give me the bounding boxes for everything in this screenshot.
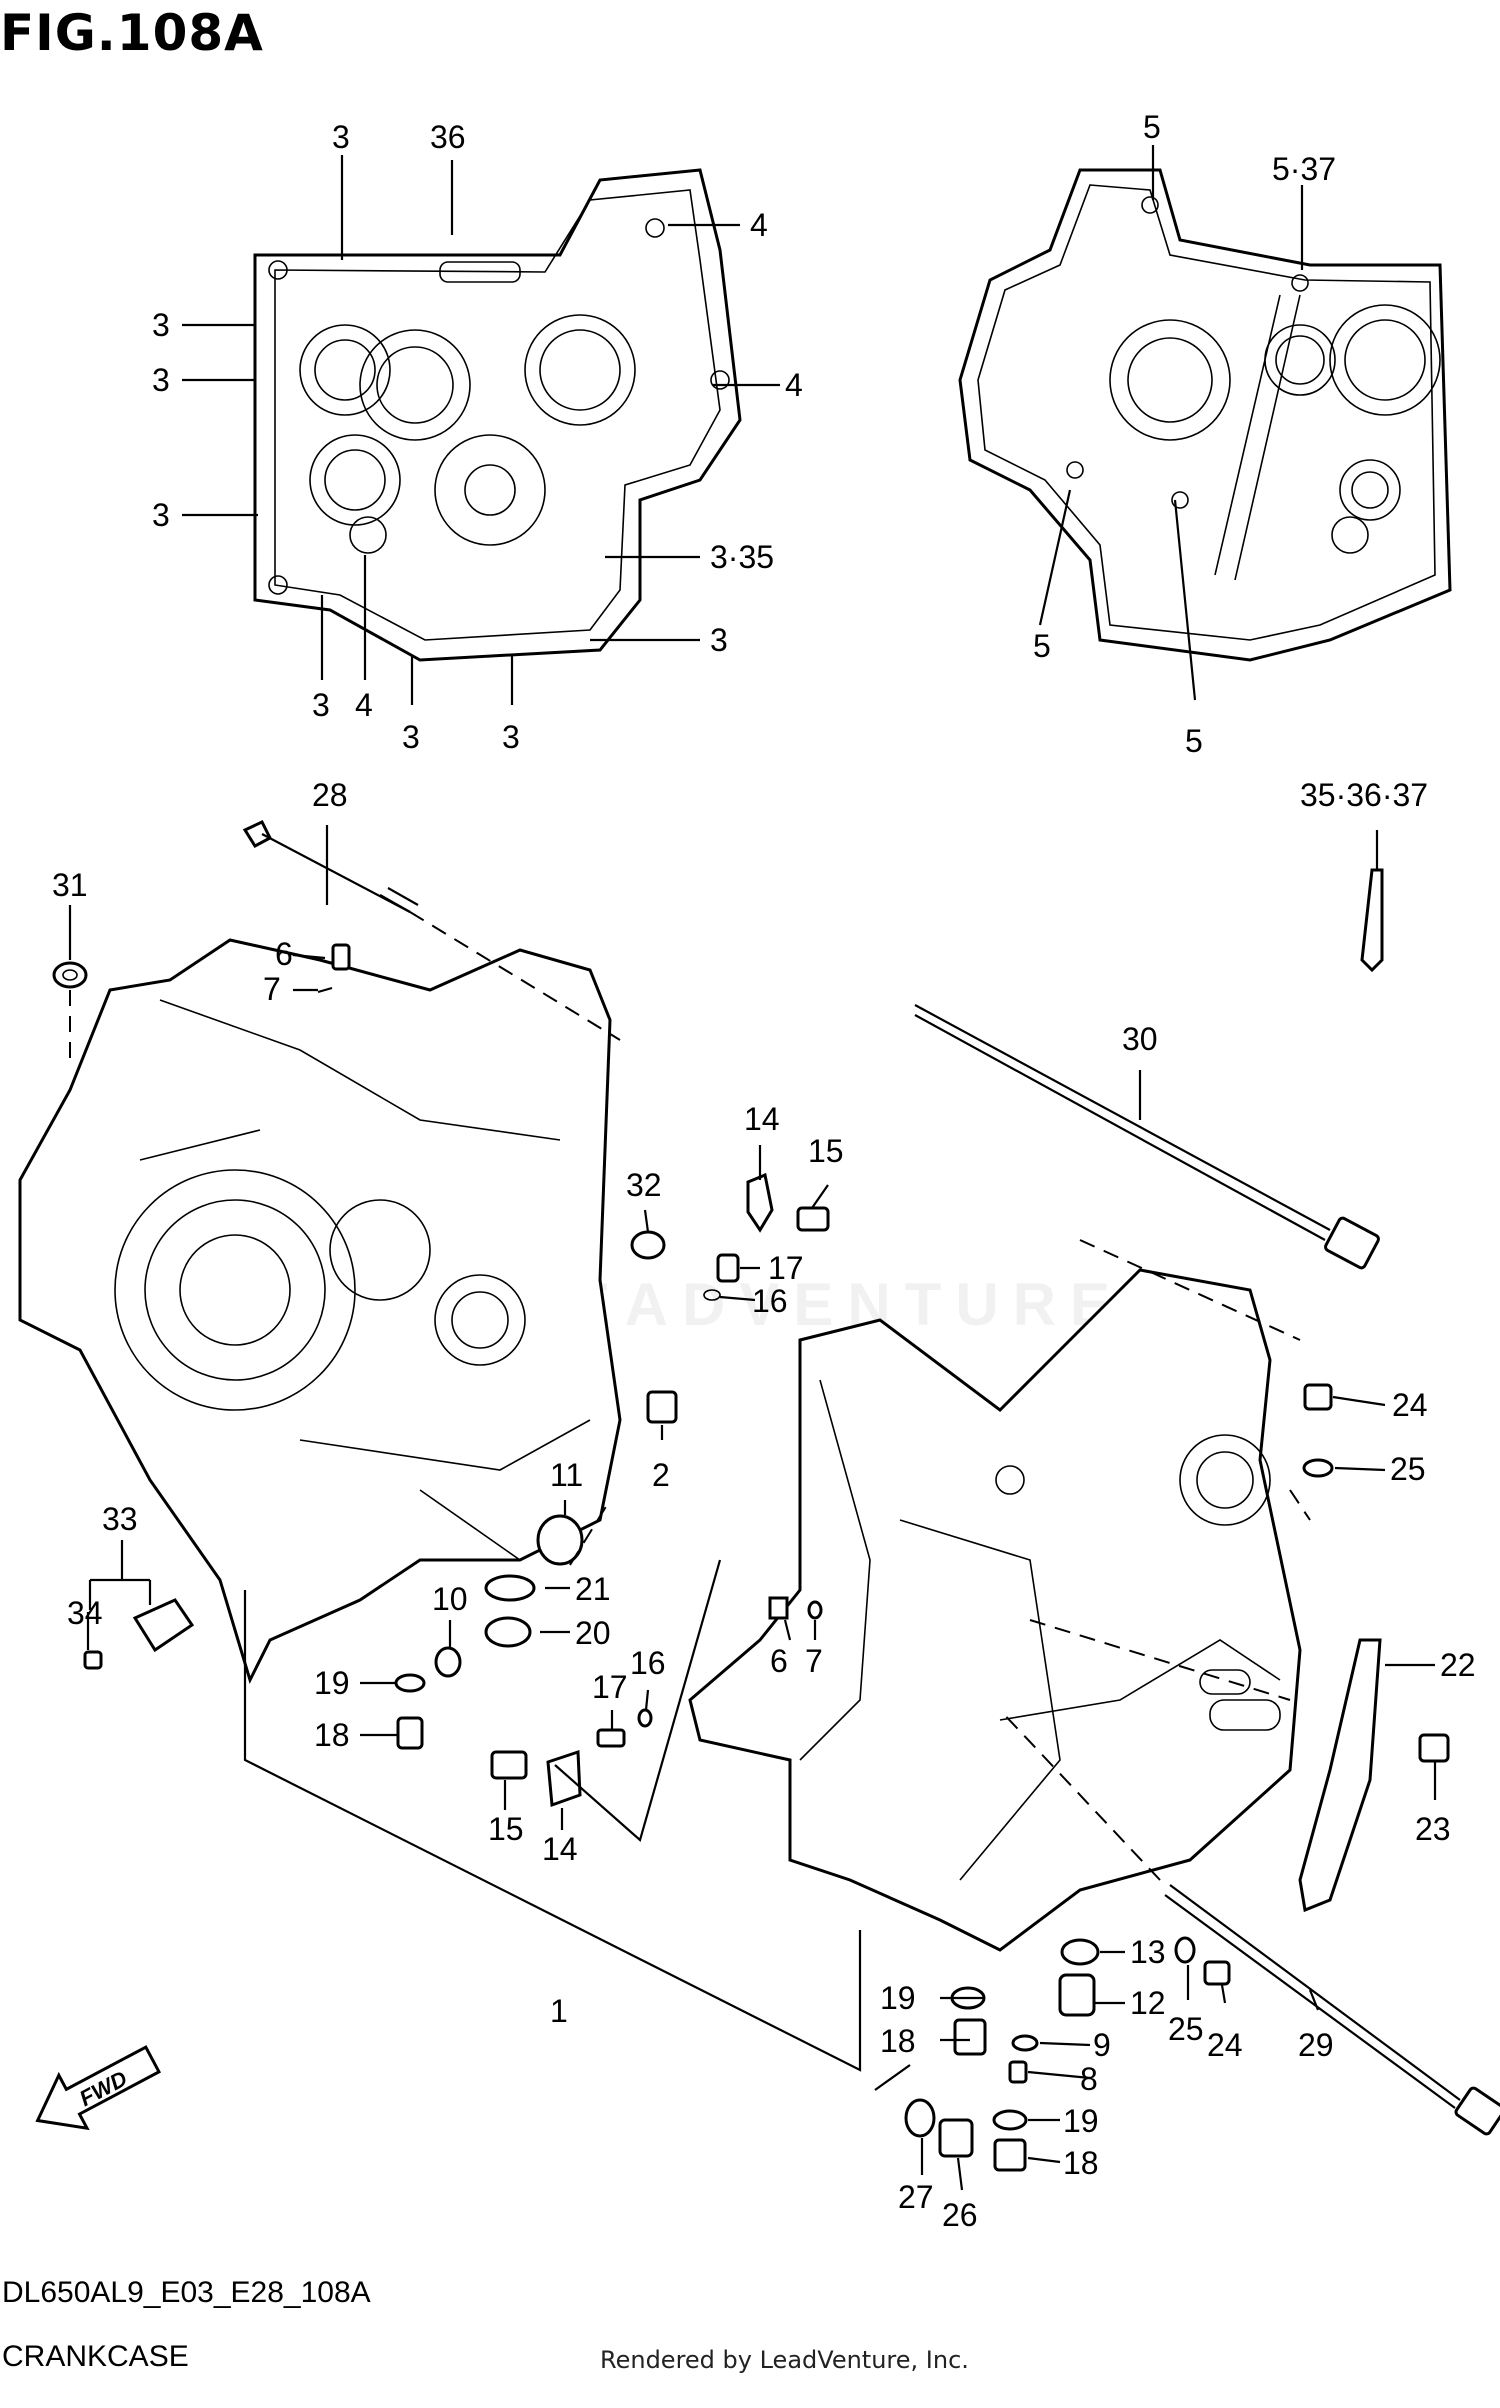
alignment-lines — [69, 911, 1311, 1881]
callout-5: 5 — [1185, 723, 1203, 759]
callout-18: 18 — [880, 2023, 916, 2059]
callout-32: 32 — [626, 1167, 662, 1203]
callout-3: 3 — [502, 719, 520, 755]
callout-19: 19 — [880, 1980, 916, 2016]
callout-3: 3 — [152, 497, 170, 533]
callout-19: 19 — [1063, 2103, 1099, 2139]
callout-6: 6 — [770, 1643, 788, 1679]
callout-24: 24 — [1207, 2027, 1243, 2063]
callout-15: 15 — [808, 1133, 844, 1169]
callout-3: 3 — [402, 719, 420, 755]
small-parts — [52, 820, 1500, 2172]
callout-23: 23 — [1415, 1811, 1451, 1847]
callout-8: 8 — [1080, 2061, 1098, 2097]
callout-26: 26 — [942, 2197, 978, 2233]
callout-5: 5 — [1033, 628, 1051, 664]
callout-21: 21 — [575, 1571, 611, 1607]
right-crankcase — [688, 1268, 1302, 1952]
callout-33: 33 — [102, 1501, 138, 1537]
callout-18: 18 — [314, 1717, 350, 1753]
callout-18: 18 — [1063, 2145, 1099, 2181]
leader-lines — [68, 145, 1437, 2191]
callout-12: 12 — [1130, 1985, 1166, 2021]
callout-3: 3 — [332, 119, 350, 155]
callout-19: 19 — [314, 1665, 350, 1701]
watermark-text: LEADVENTURE — [520, 1271, 1125, 1338]
callout-17: 17 — [592, 1669, 628, 1705]
callout-14: 14 — [744, 1101, 780, 1137]
callout-16: 16 — [630, 1645, 666, 1681]
callout-17: 17 — [768, 1250, 804, 1286]
figure-title: FIG.108A — [0, 4, 264, 62]
callout-7: 7 — [805, 1643, 823, 1679]
callout-3: 3 — [710, 622, 728, 658]
callout-10: 10 — [432, 1581, 468, 1617]
diagram-name: CRANKCASE — [2, 2340, 189, 2373]
callout-labels: 3 36 4 3 4 3 3·35 3 3 3 4 3 3 5 5·37 5 5… — [52, 109, 1476, 2233]
upper-left-crankcase-half — [253, 168, 742, 662]
callout-6: 6 — [275, 936, 293, 972]
fwd-arrow: FWD — [35, 2045, 161, 2131]
callout-29: 29 — [1298, 2027, 1334, 2063]
callout-15: 15 — [488, 1811, 524, 1847]
callout-13: 13 — [1130, 1934, 1166, 1970]
callout-9: 9 — [1093, 2027, 1111, 2063]
callout-7: 7 — [263, 971, 281, 1007]
callout-16: 16 — [752, 1283, 788, 1319]
left-crankcase — [18, 938, 622, 1685]
callout-4: 4 — [750, 207, 768, 243]
callout-4: 4 — [355, 687, 373, 723]
callout-1: 1 — [550, 1993, 568, 2029]
callout-31: 31 — [52, 867, 88, 903]
callout-27: 27 — [898, 2179, 934, 2215]
callout-20: 20 — [575, 1615, 611, 1651]
callout-24: 24 — [1392, 1387, 1428, 1423]
callout-3: 3 — [152, 362, 170, 398]
callout-25: 25 — [1168, 2011, 1204, 2047]
callout-5: 5 — [1143, 109, 1161, 145]
callout-14: 14 — [542, 1831, 578, 1867]
diagram-code: DL650AL9_E03_E28_108A — [2, 2276, 371, 2309]
callout-3: 3 — [312, 687, 330, 723]
callout-34: 34 — [67, 1595, 103, 1631]
callout-25: 25 — [1390, 1451, 1426, 1487]
callout-22: 22 — [1440, 1647, 1476, 1683]
upper-right-crankcase-half — [958, 168, 1452, 662]
callout-2: 2 — [652, 1457, 670, 1493]
callout-35-36-37: 35·36·37 — [1300, 777, 1428, 813]
render-credit: Rendered by LeadVenture, Inc. — [600, 2346, 969, 2374]
callout-3: 3 — [152, 307, 170, 343]
callout-3-35: 3·35 — [710, 539, 774, 575]
callout-28: 28 — [312, 777, 348, 813]
callout-36: 36 — [430, 119, 466, 155]
callout-30: 30 — [1122, 1021, 1158, 1057]
callout-11: 11 — [550, 1457, 583, 1493]
callout-4: 4 — [785, 367, 803, 403]
callout-5-37: 5·37 — [1272, 151, 1336, 187]
